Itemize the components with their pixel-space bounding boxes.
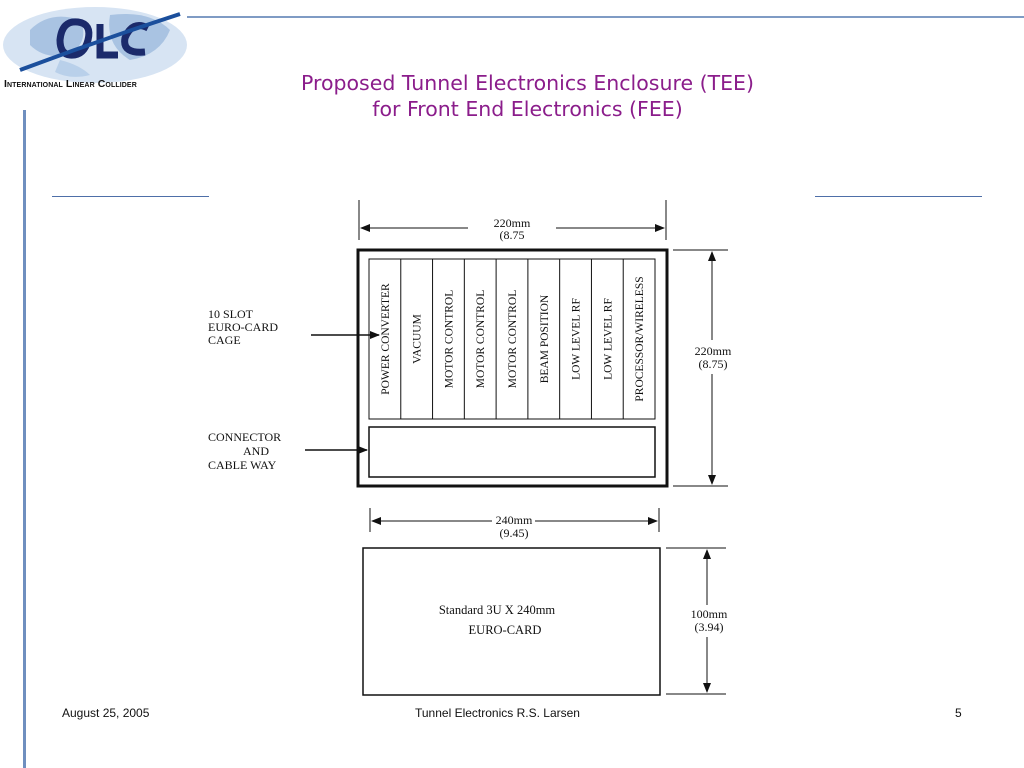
slot-label: VACUUM (412, 314, 424, 364)
cage-label-3: CAGE (208, 333, 241, 347)
title-line-1: Proposed Tunnel Electronics Enclosure (T… (300, 71, 754, 95)
right-dim-mm: 220mm (695, 344, 732, 358)
card-dim-in: (9.45) (500, 526, 529, 540)
slot-label: LOW LEVEL RF (571, 298, 583, 380)
card-dim-mm: 240mm (496, 513, 533, 527)
footer-title: Tunnel Electronics R.S. Larsen (415, 706, 580, 720)
ilc-logo: International Linear Collider (0, 0, 190, 110)
slot-dividers (400, 259, 624, 419)
top-dim-mm: 220mm (494, 216, 531, 230)
card-label-2: EURO-CARD (469, 623, 542, 637)
globe-logo-icon (3, 7, 187, 83)
slot-labels: POWER CONVERTER VACUUM MOTOR CONTROL MOTOR … (380, 276, 646, 401)
top-rule (187, 16, 1024, 18)
card-height-mm: 100mm (691, 607, 728, 621)
slot-label: POWER CONVERTER (380, 283, 392, 395)
slot-label: LOW LEVEL RF (602, 298, 614, 380)
slot-label: BEAM POSITION (539, 294, 551, 383)
logo-text: International Linear Collider (4, 78, 137, 90)
left-divider (52, 196, 209, 197)
cable-way (368, 426, 656, 478)
cage-label-2: EURO-CARD (208, 320, 278, 334)
euro-card (362, 547, 661, 696)
card-cage (368, 258, 656, 420)
slot-label: MOTOR CONTROL (475, 290, 487, 389)
connector-label-1: CONNECTOR (208, 430, 281, 444)
right-divider (815, 196, 982, 197)
slot-label: MOTOR CONTROL (507, 290, 519, 389)
top-dim-in: (8.75 (500, 228, 525, 242)
card-height-in: (3.94) (695, 620, 724, 634)
card-label-1: Standard 3U X 240mm (439, 603, 556, 617)
left-rule (23, 110, 26, 768)
title-line-2: for Front End Electronics (FEE) (372, 97, 683, 121)
slot-label: PROCESSOR/WIRELESS (634, 276, 646, 401)
footer-page-number: 5 (955, 706, 962, 720)
connector-label-2: AND (243, 444, 269, 458)
cage-label-1: 10 SLOT (208, 307, 254, 321)
enclosure-outline (356, 248, 669, 488)
footer-date: August 25, 2005 (62, 706, 150, 720)
connector-label-3: CABLE WAY (208, 458, 277, 472)
slide-title: Proposed Tunnel Electronics Enclosure (T… (200, 70, 855, 122)
slot-label: MOTOR CONTROL (443, 290, 455, 389)
right-dim-in: (8.75) (699, 357, 728, 371)
